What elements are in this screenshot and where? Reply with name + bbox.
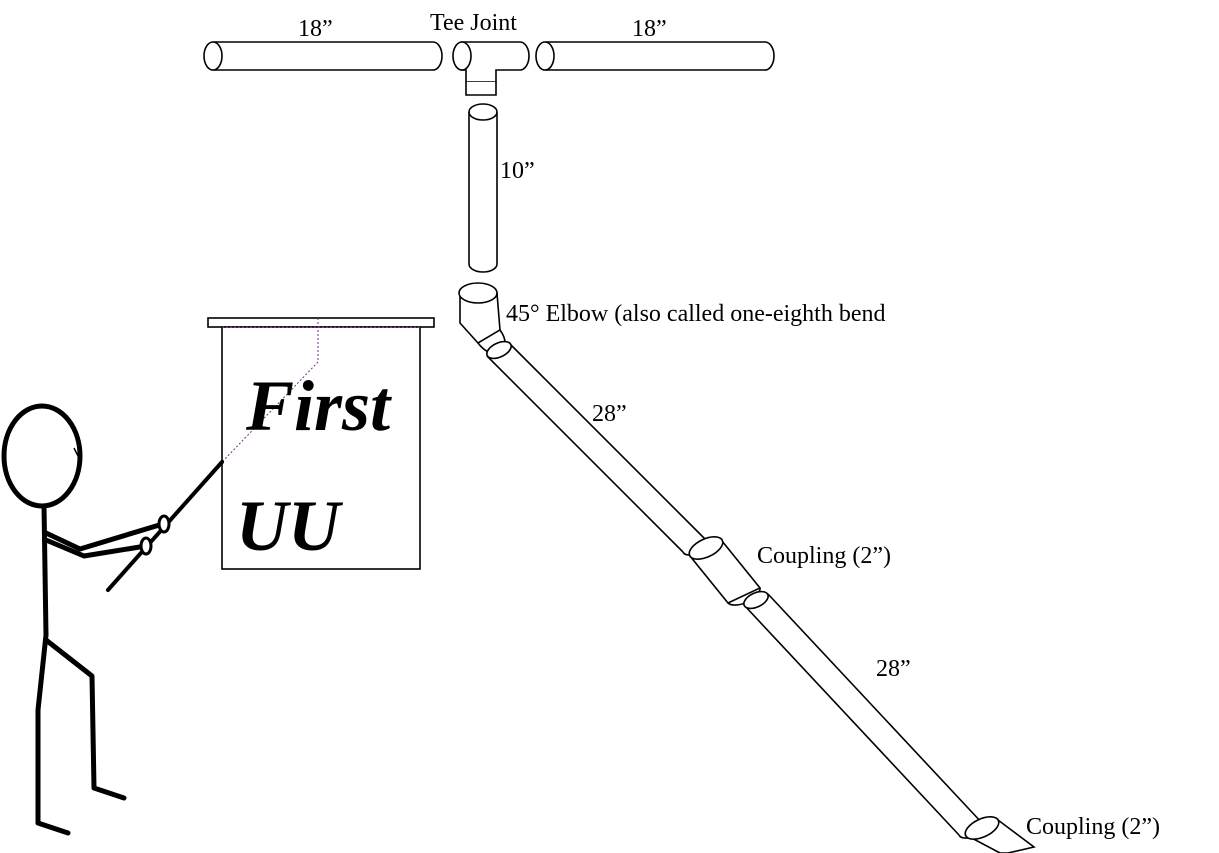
figure-hand-lower (139, 536, 153, 556)
elbow-fitting (458, 282, 506, 355)
banner-cloth (221, 326, 421, 570)
elbow-label: 45° Elbow (also called one-eighth bend (506, 301, 886, 327)
diag-upper-length-label: 28” (592, 401, 627, 427)
figure-torso (41, 503, 49, 638)
top-left-pipe (203, 41, 443, 71)
figure-hand-upper (157, 514, 171, 534)
figure-leg-right (43, 637, 127, 801)
tee-joint (452, 41, 530, 96)
coupling-upper (688, 536, 762, 606)
vertical-pipe (468, 103, 498, 273)
figure-arm-upper (43, 520, 169, 552)
top-left-length-label: 18” (298, 16, 333, 42)
coupling-upper-label: Coupling (2”) (757, 543, 891, 569)
figure-head (1, 403, 83, 509)
coupling-lower-label: Coupling (2”) (1026, 814, 1160, 840)
banner-rod (207, 317, 435, 328)
diagonal-pipe-lower (743, 590, 985, 839)
top-right-length-label: 18” (632, 16, 667, 42)
top-right-pipe (535, 41, 775, 71)
diag-lower-length-label: 28” (876, 656, 911, 682)
banner-drape-line (221, 318, 319, 463)
figure-leg-left (35, 632, 71, 836)
figure-arm-lower (43, 537, 149, 559)
banner: First UU (207, 317, 435, 570)
stick-figure (1, 403, 224, 836)
diagonal-pipe-upper (486, 340, 709, 556)
vertical-length-label: 10” (500, 158, 535, 184)
tee-joint-label: Tee Joint (430, 10, 517, 36)
coupling-lower (964, 816, 1036, 853)
banner-text-first: First (245, 366, 392, 446)
banner-text-uu: UU (236, 486, 344, 566)
